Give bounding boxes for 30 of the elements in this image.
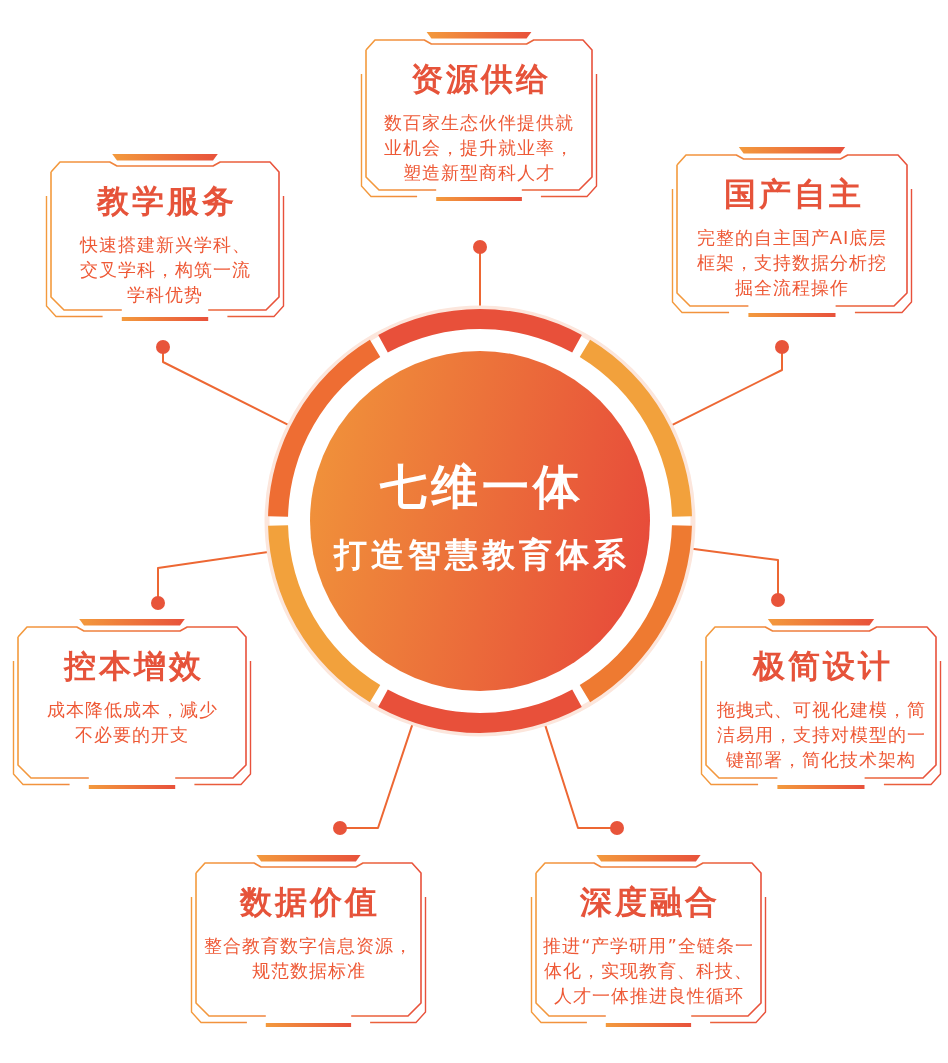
info-card [671, 145, 913, 318]
card-title: 国产自主 [722, 175, 864, 213]
info-card [12, 617, 252, 790]
card-text: 完整的自主国产AI底层框架，支持数据分析挖掘全流程操作 [695, 226, 889, 300]
connector-line [151, 550, 270, 610]
connector-line [333, 723, 414, 835]
card-title: 数据价值 [238, 883, 380, 921]
hub-subtitle: 打造智慧教育体系 [332, 535, 630, 575]
info-card [45, 152, 285, 322]
info-card [700, 617, 942, 790]
card-title: 教学服务 [95, 182, 237, 220]
card-text: 推进“产学研用”全链条一体化，实现教育、科技、人才一体推进良性循环 [542, 934, 755, 1008]
card-title: 资源供给 [409, 60, 551, 98]
card-title: 极简设计 [751, 647, 893, 685]
connector-line [156, 340, 290, 427]
connector-line [473, 240, 487, 308]
card-title: 控本增效 [62, 647, 204, 685]
card-text: 快速搭建新兴学科、交叉学科，构筑一流学科优势 [78, 233, 252, 307]
card-text: 数百家生态伙伴提供就业机会，提升就业率，塑造新型商科人才 [383, 111, 575, 185]
card-text: 整合教育数字信息资源，规范数据标准 [203, 934, 414, 983]
card-title: 深度融合 [579, 883, 720, 921]
info-card [360, 30, 598, 202]
card-text: 成本降低成本，减少不必要的开支 [45, 698, 219, 747]
connector-line [670, 340, 789, 427]
card-text: 拖拽式、可视化建模，简洁易用，支持对模型的一键部署，简化技术架构 [715, 698, 927, 772]
hub-title: 七维一体 [378, 461, 584, 513]
connector-line [544, 723, 624, 835]
connector-line [691, 547, 785, 607]
info-card [190, 853, 427, 1028]
info-card [530, 853, 767, 1028]
